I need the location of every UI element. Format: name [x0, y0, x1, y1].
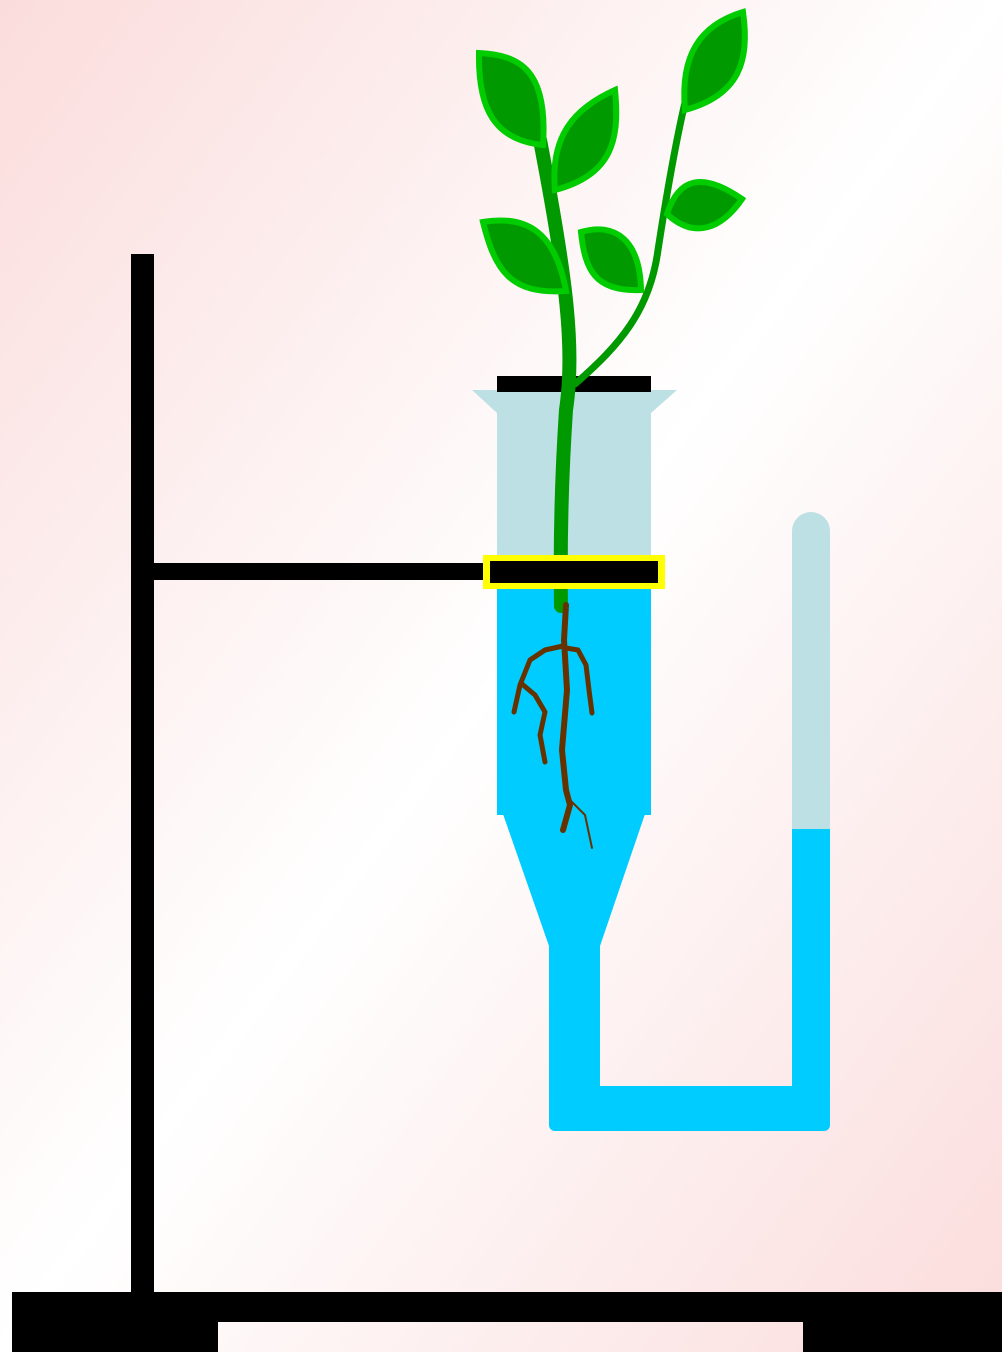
leaf-lower-left [479, 217, 570, 295]
tube-water-body [497, 586, 651, 815]
stand-rod [131, 254, 154, 1299]
root-main [559, 602, 573, 833]
root-left-lower [519, 681, 548, 765]
root-right-branch [563, 645, 595, 716]
clamp-arm [150, 563, 486, 580]
connecting-tube-bottom [549, 1086, 830, 1131]
manometer-tube [549, 512, 830, 1131]
leaf-right-lower [663, 179, 747, 232]
side-tube-water-column [792, 829, 830, 1099]
leaf-top-right [681, 8, 748, 114]
connecting-tube-down [549, 940, 600, 1120]
leaf-top-left [475, 49, 547, 149]
root-left-branch [511, 643, 566, 715]
tube-upper-air [497, 405, 651, 555]
branch-stem [571, 86, 692, 388]
clamp-jaw [490, 561, 658, 583]
tube-funnel [503, 814, 645, 946]
roots [511, 602, 595, 849]
stand-foot-left [12, 1292, 218, 1352]
test-tube [472, 376, 677, 946]
root-fine-tip [569, 799, 593, 849]
plant [475, 8, 748, 849]
side-tube-empty-section [792, 512, 830, 830]
leaf-mid-left-upper [551, 85, 620, 194]
leaf-lower-middle [577, 226, 645, 294]
ring-stand [12, 254, 1002, 1352]
main-stem [533, 133, 577, 613]
stand-foot-right [803, 1292, 1002, 1352]
